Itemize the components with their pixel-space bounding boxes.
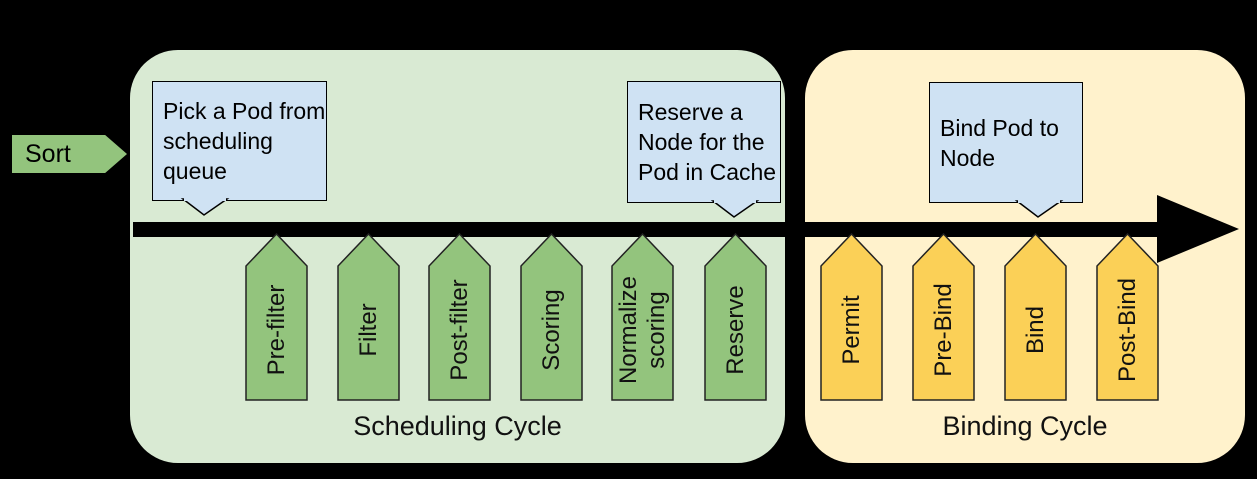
callout-line: Node	[940, 144, 995, 171]
step-scoring: Scoring	[520, 233, 583, 401]
step-scoring-label: Scoring	[537, 289, 565, 371]
callout-line: Pod in Cache	[638, 159, 777, 185]
callout-pick-pod-tail	[180, 198, 230, 216]
step-post-filter: Post-filter	[428, 233, 491, 401]
callout-line: Bind Pod to	[940, 114, 1059, 141]
callout-line: scheduling	[163, 128, 273, 154]
step-normalize-scoring-label: Normalize scoring	[614, 275, 670, 385]
callout-reserve-node: Reserve a Node for the Pod in Cache	[627, 81, 781, 203]
step-pre-bind-label: Pre-Bind	[929, 283, 957, 377]
step-pre-bind: Pre-Bind	[912, 233, 975, 401]
step-reserve: Reserve	[704, 233, 767, 401]
step-bind-label: Bind	[1021, 305, 1049, 355]
step-post-bind: Post-Bind	[1096, 233, 1159, 401]
step-post-bind-label: Post-Bind	[1113, 277, 1141, 383]
callout-bind-pod: Bind Pod to Node	[929, 82, 1083, 203]
scheduling-cycle-label: Scheduling Cycle	[353, 411, 562, 441]
timeline-arrow-head-icon	[1157, 195, 1239, 263]
callout-line: Node for the	[638, 129, 765, 155]
sort-arrow: Sort	[12, 135, 127, 173]
step-filter: Filter	[337, 233, 400, 401]
step-bind: Bind	[1004, 233, 1067, 401]
step-reserve-label: Reserve	[721, 285, 749, 375]
step-permit: Permit	[820, 233, 883, 401]
step-normalize-scoring: Normalize scoring	[611, 233, 674, 401]
callout-reserve-node-tail	[710, 200, 760, 218]
step-pre-filter-label: Pre-filter	[262, 284, 290, 376]
callout-bind-pod-tail	[1014, 200, 1064, 218]
sort-label: Sort	[25, 139, 71, 168]
callout-line: queue	[163, 158, 227, 184]
timeline-arrow-shaft	[133, 222, 1161, 237]
binding-cycle-label: Binding Cycle	[942, 411, 1108, 441]
step-filter-label: Filter	[354, 303, 382, 357]
callout-pick-pod: Pick a Pod from scheduling queue	[152, 81, 327, 201]
step-pre-filter: Pre-filter	[245, 233, 308, 401]
callout-line: Reserve a	[638, 99, 743, 125]
step-post-filter-label: Post-filter	[445, 279, 473, 381]
step-permit-label: Permit	[837, 295, 865, 365]
callout-line: Pick a Pod from	[163, 98, 326, 124]
